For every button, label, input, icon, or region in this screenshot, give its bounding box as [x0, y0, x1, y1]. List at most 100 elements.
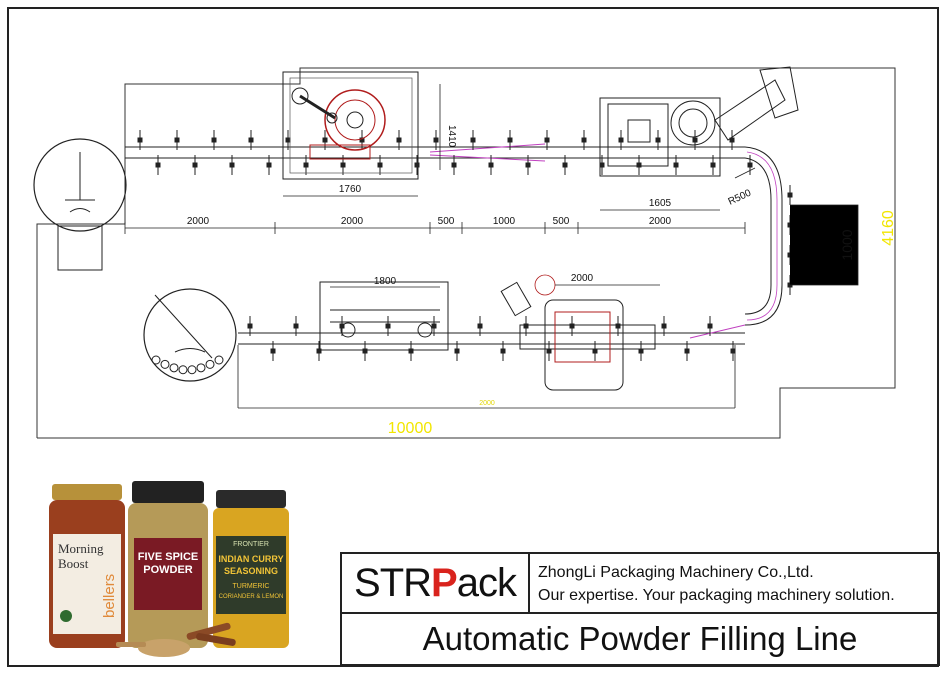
support-foot — [192, 162, 198, 168]
bottle-mark — [160, 359, 170, 369]
jar-morning-boost: Morning Boost bellers — [49, 484, 125, 648]
support-foot — [546, 348, 552, 354]
dim-2000-b: 2000 — [341, 216, 364, 227]
return-conveyor — [744, 146, 783, 326]
jar1-name-line2: Boost — [58, 556, 89, 571]
unscrambler-turntable — [33, 138, 127, 271]
support-foot — [661, 323, 667, 329]
capping-machine — [319, 281, 449, 351]
support-foot — [655, 137, 661, 143]
bottom-conveyor — [238, 324, 746, 345]
support-foot — [414, 162, 420, 168]
top-conveyor — [125, 143, 745, 162]
product-jars: Morning Boost bellers FIVE SPICE POWDER … — [49, 481, 289, 657]
support-foot — [362, 348, 368, 354]
support-foot — [544, 137, 550, 143]
auger-filler — [599, 66, 799, 177]
support-foot — [385, 323, 391, 329]
dim-2000-bottom: 2000 — [571, 273, 594, 284]
conveyor-support-legs — [137, 130, 793, 361]
support-foot — [293, 323, 299, 329]
dim-1000: 1000 — [493, 216, 516, 227]
jar2-name-line1: FIVE SPICE — [138, 551, 199, 563]
accumulation-table — [143, 288, 237, 382]
strpack-logo: STRPack — [342, 554, 530, 612]
logo-part2: ack — [456, 560, 517, 605]
dim-overall-height: 4160 — [880, 210, 897, 246]
support-foot — [673, 162, 679, 168]
company-tagline: Our expertise. Your packaging machinery … — [538, 587, 895, 604]
logo-accent: P — [431, 560, 458, 605]
dim-1410: 1410 — [446, 125, 457, 148]
support-foot — [710, 162, 716, 168]
support-foot — [431, 323, 437, 329]
dim-overall-width: 10000 — [388, 420, 433, 437]
support-foot — [477, 323, 483, 329]
support-foot — [599, 162, 605, 168]
support-foot — [470, 137, 476, 143]
jar1-brand: bellers — [101, 574, 118, 618]
support-foot — [316, 348, 322, 354]
bottle-mark — [178, 365, 188, 375]
support-foot — [592, 348, 598, 354]
bottle-mark — [187, 365, 197, 375]
support-foot — [377, 162, 383, 168]
dim-2000-c: 2000 — [649, 216, 672, 227]
support-foot — [747, 162, 753, 168]
support-foot — [270, 348, 276, 354]
wooden-spoon — [138, 639, 190, 657]
dimension-lines — [124, 84, 859, 409]
logo-text: STRPack — [354, 560, 517, 606]
jar3-brand: FRONTIER — [233, 541, 269, 548]
dim-2000-a: 2000 — [187, 216, 210, 227]
support-foot — [408, 348, 414, 354]
logo-part1: STR — [354, 560, 432, 605]
dim-1800: 1800 — [374, 276, 397, 287]
support-foot — [322, 137, 328, 143]
support-foot — [451, 162, 457, 168]
dim-r500: R500 — [727, 187, 754, 207]
support-foot — [174, 137, 180, 143]
jar-indian-curry: FRONTIER INDIAN CURRY SEASONING TURMERIC… — [213, 490, 289, 648]
labeling-machine — [500, 274, 656, 391]
support-foot — [433, 137, 439, 143]
support-foot — [523, 323, 529, 329]
support-foot — [730, 348, 736, 354]
support-foot — [396, 137, 402, 143]
bottle-mark — [214, 355, 224, 365]
jar3-name-line2: SEASONING — [224, 566, 278, 576]
jar1-name-line1: Morning — [58, 541, 104, 556]
bottle-mark — [196, 363, 206, 373]
support-foot — [359, 137, 365, 143]
support-foot — [266, 162, 272, 168]
support-foot — [692, 137, 698, 143]
support-foot — [729, 137, 735, 143]
dim-1605: 1605 — [649, 198, 672, 209]
support-foot — [500, 348, 506, 354]
support-foot — [507, 137, 513, 143]
support-foot — [211, 137, 217, 143]
support-foot — [248, 137, 254, 143]
cinnamon-stick-2 — [196, 633, 236, 646]
support-foot — [285, 137, 291, 143]
support-foot — [787, 192, 793, 198]
dim-500-a: 500 — [438, 216, 455, 227]
dim-1760: 1760 — [339, 184, 362, 195]
support-foot — [454, 348, 460, 354]
drawing-border — [7, 7, 939, 667]
product-jars-photo: Morning Boost bellers FIVE SPICE POWDER … — [36, 476, 336, 666]
bottle-mark — [205, 359, 215, 369]
support-foot — [707, 323, 713, 329]
support-foot — [562, 162, 568, 168]
support-foot — [684, 348, 690, 354]
bottle-mark — [169, 363, 179, 373]
support-foot — [636, 162, 642, 168]
spoon-handle — [116, 642, 146, 647]
dim-1000-side: 1000 — [839, 229, 855, 260]
support-foot — [618, 137, 624, 143]
company-name: ZhongLi Packaging Machinery Co.,Ltd. — [538, 564, 814, 581]
organic-seal-icon — [60, 610, 72, 622]
jar2-name-line2: POWDER — [143, 564, 193, 576]
title-block: STRPack ZhongLi Packaging Machinery Co.,… — [340, 552, 940, 666]
